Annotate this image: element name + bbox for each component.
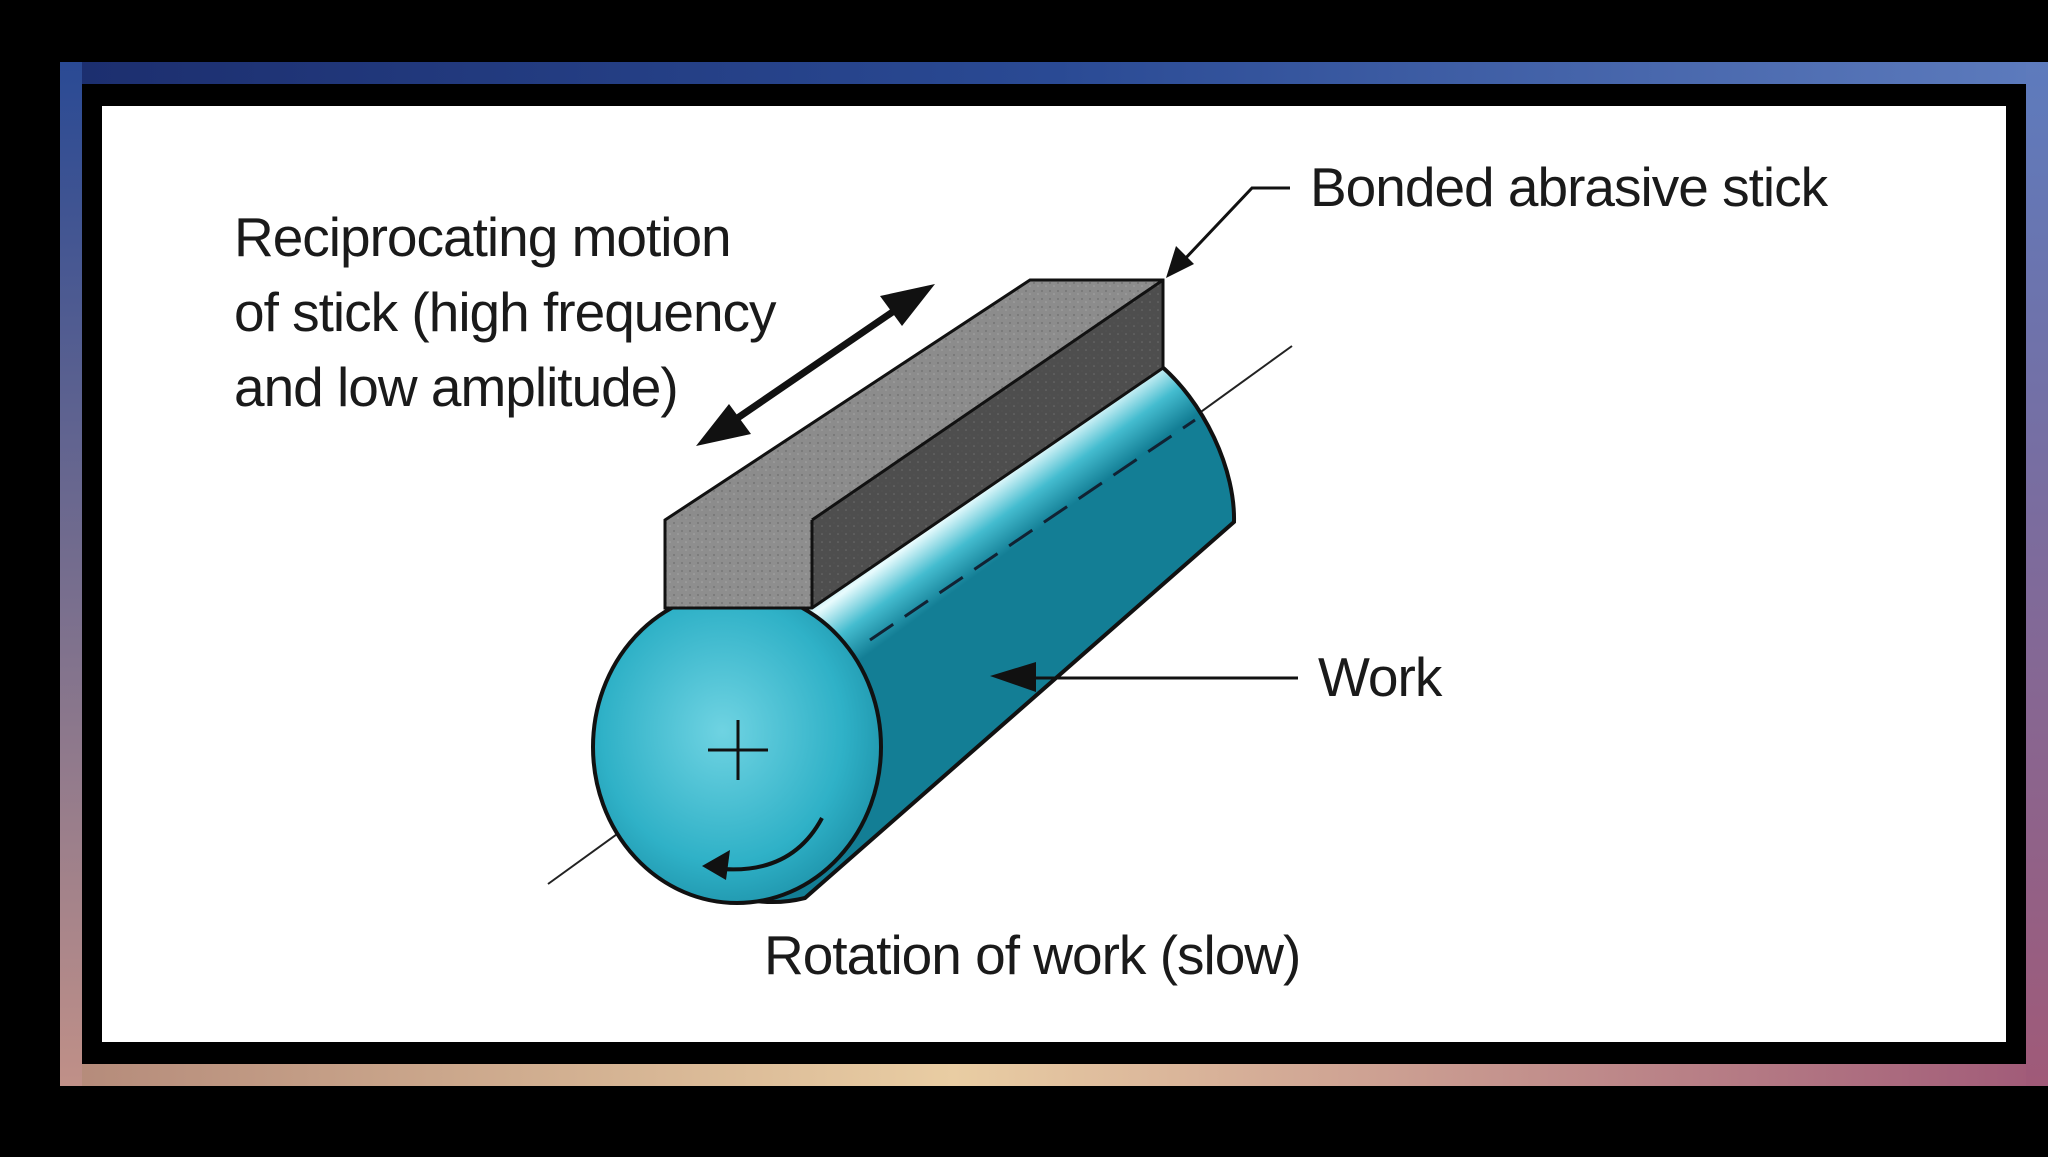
reciprocating-label: Reciprocating motion of stick (high freq… (234, 200, 777, 425)
reciprocating-label-line-2: of stick (high frequency (234, 281, 777, 343)
rotation-arrow-icon (702, 850, 730, 880)
work-leader (990, 662, 1298, 692)
stick-label: Bonded abrasive stick (1310, 156, 1828, 218)
work-cylinder (591, 362, 1237, 905)
stick-leader (1166, 186, 1290, 278)
reciprocating-arrow-icon (696, 284, 935, 446)
rotation-label: Rotation of work (slow) (764, 924, 1301, 986)
work-label: Work (1318, 646, 1442, 708)
reciprocating-label-line-3: and low amplitude) (234, 356, 679, 418)
reciprocating-label-line-1: Reciprocating motion (234, 206, 732, 268)
abrasive-stick (663, 278, 1165, 610)
